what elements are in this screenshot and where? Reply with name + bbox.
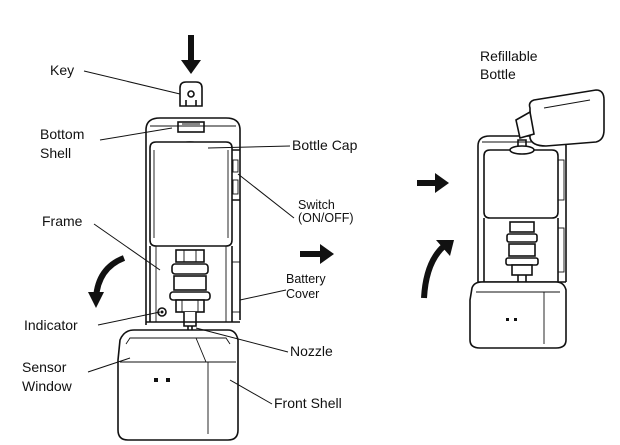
label-bottom-shell: Bottom Shell <box>40 126 88 161</box>
label-sensor-window: Sensor Window <box>22 359 73 394</box>
label-nozzle: Nozzle <box>290 343 333 359</box>
label-indicator: Indicator <box>24 317 78 333</box>
leader-lines <box>83 70 295 405</box>
dispenser-refill <box>469 135 567 349</box>
label-battery-cover: Battery Cover <box>286 272 329 301</box>
label-front-shell: Front Shell <box>274 395 342 411</box>
label-refillable-bottle: Refillable Bottle <box>480 48 541 82</box>
curved-arrow-icon-2 <box>421 240 454 299</box>
label-frame: Frame <box>42 213 83 229</box>
label-key: Key <box>50 62 74 78</box>
refillable-bottle-icon <box>515 89 605 147</box>
arrow-right-icon-2 <box>417 173 449 193</box>
curved-arrow-icon <box>88 255 126 308</box>
dispenser-open <box>117 117 241 441</box>
label-bottle-cap: Bottle Cap <box>292 137 358 153</box>
arrow-right-icon <box>300 244 334 264</box>
key-icon <box>179 81 203 107</box>
arrow-down-icon <box>181 35 201 74</box>
label-switch: Switch (ON/OFF) <box>298 198 354 225</box>
